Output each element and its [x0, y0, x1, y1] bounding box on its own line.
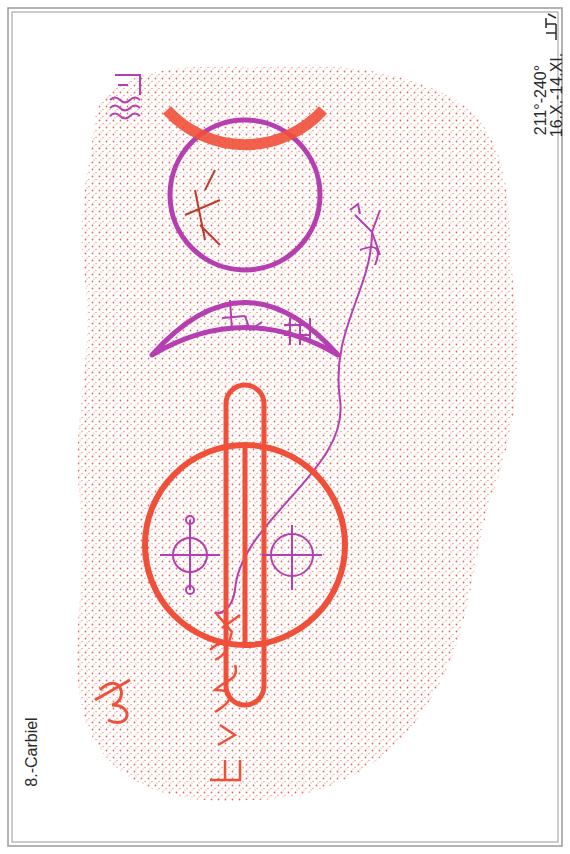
purple-crescent: [152, 303, 338, 356]
stippled-ground: [77, 65, 518, 800]
small-cross: [262, 525, 322, 590]
red-arrow: [215, 612, 240, 645]
red-diameter: [243, 445, 248, 645]
red-circle: [145, 445, 345, 645]
arrow-head: [350, 204, 360, 214]
sigil-name: 8.-Carbiel: [23, 717, 41, 786]
sigil-glyph: [185, 170, 220, 245]
date-label: 211°-240°: [532, 65, 550, 135]
crescent-glyph: [284, 318, 310, 345]
zodiac-glyph: [110, 75, 140, 119]
small-cross: [160, 520, 220, 590]
scorpio-sign: [546, 14, 556, 40]
outer-frame: [8, 8, 562, 846]
small-loop: [186, 516, 194, 524]
small-loop: [186, 586, 194, 594]
crescent-glyph: [222, 300, 262, 330]
red-arc: [167, 110, 323, 145]
arrow-glyph: [355, 210, 380, 265]
date-label: 16.X.-14.XI.: [548, 53, 566, 138]
red-glyph: [95, 680, 130, 722]
inner-frame: [12, 12, 558, 842]
red-script: [210, 644, 240, 780]
